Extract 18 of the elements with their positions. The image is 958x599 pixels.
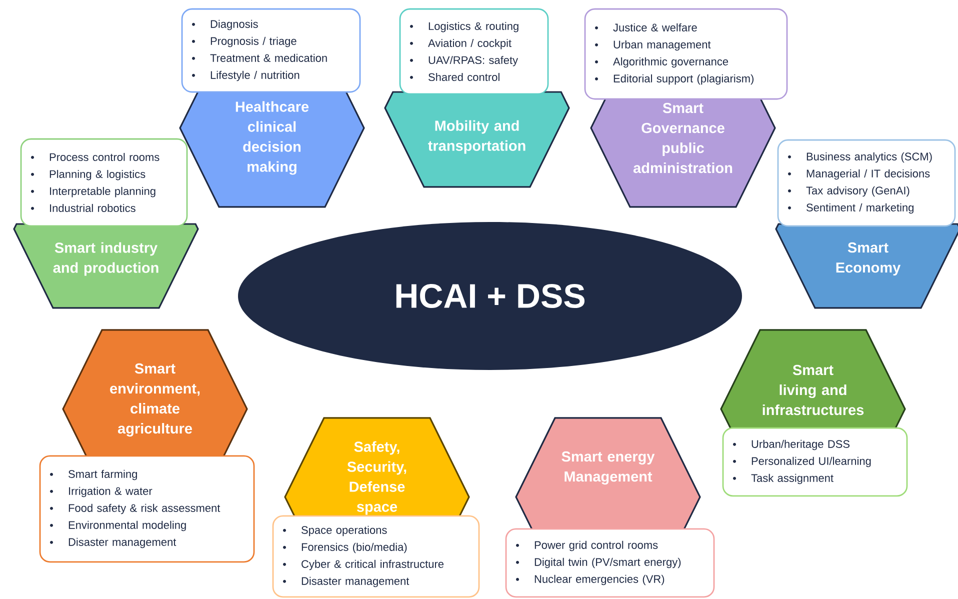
bullet-list-card: Process control rooms Planning & logistics Interpretable planning Industrial robotics xyxy=(20,138,188,227)
bullet-list-card: Justice & welfare Urban management Algorithmic governance Editorial support (plagiarism) xyxy=(584,8,788,100)
bullet-list-card: Urban/heritage DSS Personalized UI/learning Task assignment xyxy=(722,427,908,497)
bullet-list-card: Power grid control rooms Digital twin (PV/smart energy) Nuclear emergencies (VR) xyxy=(505,528,715,598)
bullet-list-card: Business analytics (SCM) Managerial / IT decisions Tax advisory (GenAI) Sentiment / marketing xyxy=(777,139,956,227)
hexagon: Smart Economy xyxy=(775,223,958,309)
bullet-list-card: Logistics & routing Aviation / cockpit UAV/RPAS: safety Shared control xyxy=(399,8,549,95)
bullet-list-card: Smart farming Irrigation & water Food safety & risk assessment Environmental modeling Disaster management xyxy=(39,455,255,563)
hexagon: Mobility and transportation xyxy=(384,91,570,188)
hexagon: Smart environment, climate agriculture xyxy=(62,329,248,459)
hexagon: Smart living and infrastructures xyxy=(720,329,906,431)
bullet-list-card: Diagnosis Prognosis / triage Treatment & medication Lifestyle / nutrition xyxy=(181,8,361,93)
hexagon: Smart Governance public administration xyxy=(590,96,776,208)
bullet-list-card: Space operations Forensics (bio/media) Cyber & critical infrastructure Disaster management xyxy=(272,515,480,598)
hexagon: Smart energy Management xyxy=(515,417,701,532)
hexagon: Safety, Security, Defense space xyxy=(284,417,470,519)
hexagon: Healthcare clinical decision making xyxy=(179,89,365,208)
hexagon: Smart industry and production xyxy=(13,223,199,309)
